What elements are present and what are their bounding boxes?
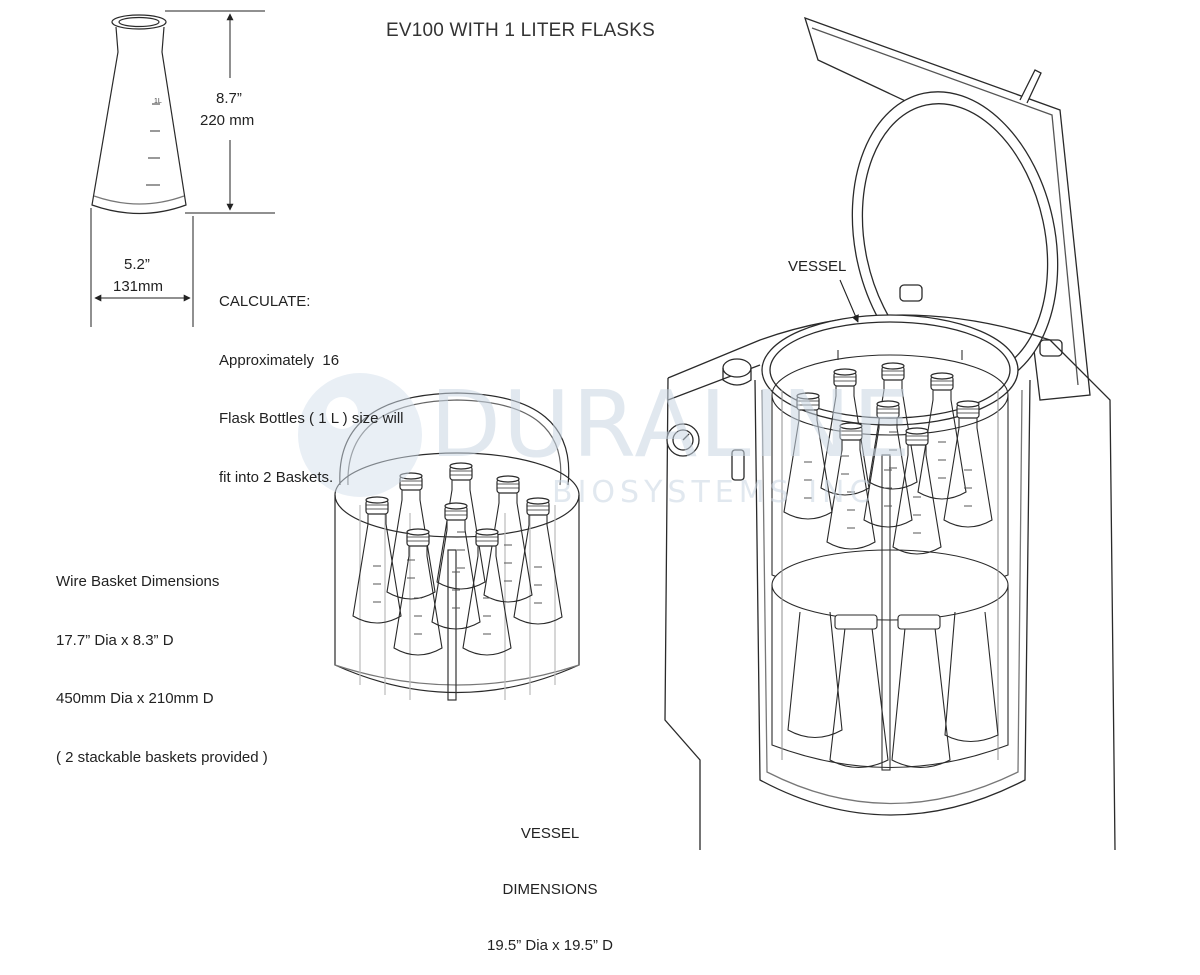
calculate-heading: CALCULATE: bbox=[219, 293, 311, 310]
basket-dimensions-line: 450mm Dia x 210mm D bbox=[56, 690, 214, 707]
basket-dimensions-heading: Wire Basket Dimensions bbox=[56, 573, 220, 590]
ev100-unit bbox=[664, 16, 1116, 850]
flask-height-mm: 220 mm bbox=[200, 112, 255, 129]
calculate-line: Approximately 16 bbox=[219, 351, 340, 369]
basket-dimensions: Wire Basket Dimensions 17.7” Dia x 8.3” … bbox=[56, 533, 268, 787]
vessel-leader-arrow bbox=[839, 279, 859, 323]
wire-basket bbox=[334, 392, 580, 701]
vessel-label: VESSEL bbox=[788, 258, 847, 275]
calculate-line: Flask Bottles ( 1 L ) size will bbox=[219, 410, 404, 427]
calculate-line: fit into 2 Baskets. bbox=[219, 468, 334, 486]
vessel-flasks-bottom bbox=[787, 611, 999, 769]
vessel-dimensions-line: DIMENSIONS bbox=[502, 880, 598, 898]
flask-volume-mark: 1L bbox=[154, 98, 162, 105]
stacked-baskets bbox=[771, 350, 1009, 771]
flask-height-dimension bbox=[165, 10, 275, 214]
flask-width-mm: 131mm bbox=[113, 278, 164, 295]
erlenmeyer-flask bbox=[91, 14, 187, 215]
basket-dimensions-line: 17.7” Dia x 8.3” D bbox=[56, 631, 174, 649]
basket-dimensions-line: ( 2 stackable baskets provided ) bbox=[56, 748, 268, 766]
flask-height-inches: 8.7” bbox=[216, 90, 242, 107]
flask-width-dimension bbox=[90, 208, 194, 327]
technical-drawing: 1L bbox=[90, 10, 1116, 850]
flask-width-inches: 5.2” bbox=[124, 256, 150, 273]
vessel-dimensions-line: VESSEL bbox=[520, 824, 580, 842]
vessel-dimensions-line: 19.5” Dia x 19.5” D bbox=[487, 937, 613, 954]
page-title: EV100 WITH 1 LITER FLASKS bbox=[386, 20, 655, 41]
vessel-dimensions: VESSEL DIMENSIONS 19.5” Dia x 19.5” D bbox=[470, 787, 630, 975]
calculate-note: CALCULATE: Approximately 16 Flask Bottle… bbox=[219, 253, 404, 507]
